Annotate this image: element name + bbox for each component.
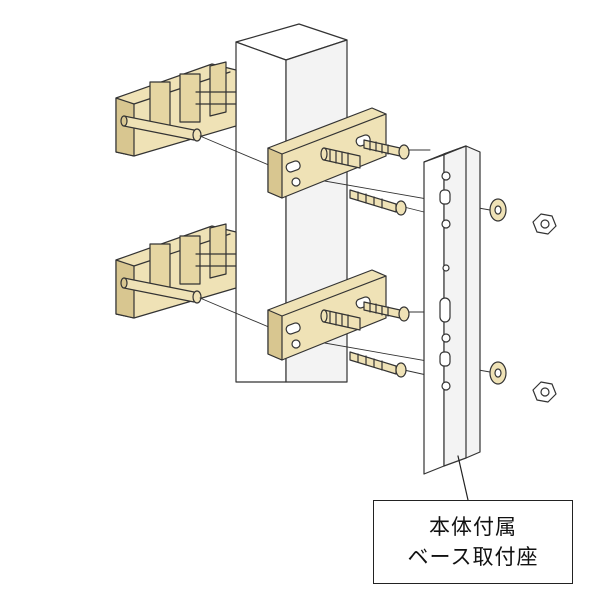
back-bracket-upper [115,61,237,157]
base-mounting-seat [423,145,481,475]
nuts [532,213,557,403]
lower-screws [320,301,410,378]
washers [489,198,507,385]
callout-line-1: 本体付属 [429,515,517,539]
callout-label: 本体付属 ベース取付座 [373,500,573,584]
callout-leader [457,455,469,501]
back-bracket-lower [115,223,237,319]
callout-line-2: ベース取付座 [407,545,539,569]
upper-screws [320,139,410,216]
